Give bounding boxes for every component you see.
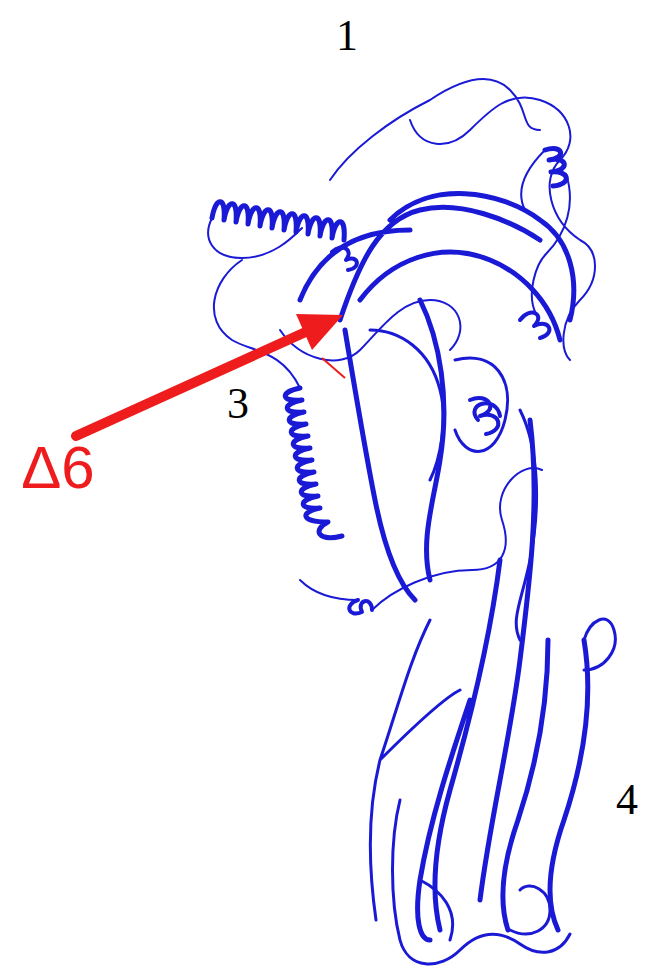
strand (418, 420, 588, 940)
helix (545, 149, 566, 186)
helix (349, 600, 372, 613)
strand (370, 330, 537, 640)
coil (370, 619, 615, 964)
domain-number: 3 (227, 382, 249, 426)
helix (470, 398, 500, 434)
domain-number: 1 (336, 14, 358, 58)
helix (520, 313, 549, 338)
pointer-arrow (76, 314, 345, 436)
coil (214, 260, 542, 610)
domain-number: 4 (616, 778, 638, 822)
deletion-label: Δ6 (21, 438, 94, 498)
helix (212, 202, 344, 240)
helix (285, 388, 342, 538)
